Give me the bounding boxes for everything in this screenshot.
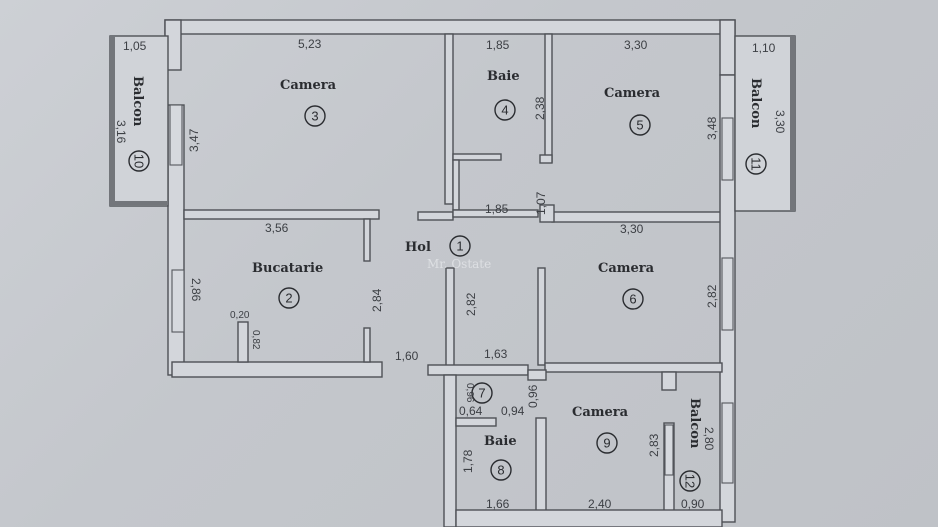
dimension-label: 1,85 [486, 38, 510, 52]
walls [164, 19, 736, 527]
dimension-label: 12 [683, 474, 698, 488]
dimension-label: 3,47 [187, 128, 201, 152]
dimension-label: 3,16 [114, 120, 128, 144]
dimension-label: 2,84 [370, 288, 384, 312]
dimension-label: 2,80 [702, 427, 716, 451]
dimension-label: 1 [456, 239, 463, 254]
dimension-label: 0,94 [501, 404, 525, 418]
balcony-10 [109, 35, 169, 207]
dimension-label: Baie [487, 69, 520, 84]
dimension-label: 0,96 [464, 383, 475, 403]
dimension-label: Camera [598, 261, 655, 276]
dimension-label: 7 [478, 386, 485, 401]
room-name-3: Camera [280, 78, 337, 93]
dimension-label: 1,60 [395, 349, 419, 363]
dimension-label: Balcon [748, 78, 763, 129]
dimension-label: 1,78 [461, 449, 475, 473]
dimension-label: 1,66 [486, 497, 510, 511]
dimension-label: Bucatarie [252, 261, 323, 276]
dimension-label: 4 [501, 103, 508, 118]
dimension-label: 1,05 [123, 39, 147, 53]
dimension-label: 10 [132, 154, 147, 168]
dimension-label: 11 [749, 157, 764, 171]
dimension-label: 3,30 [620, 222, 644, 236]
dimension-label: 2,40 [588, 497, 612, 511]
dimension-label: 2 [285, 291, 292, 306]
dimension-label: 3,48 [705, 116, 719, 140]
watermark: Mr. Ostate [427, 257, 491, 271]
dimension-label: 2,82 [464, 292, 478, 316]
dimension-label: 1,10 [752, 41, 776, 55]
dimension-label: 0,20 [230, 310, 250, 321]
dimension-label: 2,86 [189, 278, 203, 302]
dimension-label: 2,82 [705, 284, 719, 308]
dimension-label: Baie [484, 434, 517, 449]
dimension-label: 8 [497, 463, 504, 478]
dimension-label: 3,56 [265, 221, 289, 235]
dimension-label: Camera [604, 86, 661, 101]
room-number-3: 3 [311, 109, 318, 124]
dimension-label: 1,63 [484, 347, 508, 361]
dimension-label: Hol [405, 240, 431, 255]
dimension-label: 9 [603, 436, 610, 451]
dimension-label: 0,96 [526, 384, 540, 408]
dimension-label: 2,38 [533, 96, 547, 120]
dimension-label: 5 [636, 118, 643, 133]
room-labels: Camera 3 5,23 3,47 Balcon 10 1,05 3,16 B… [114, 37, 787, 511]
dimension-label: Camera [572, 405, 629, 420]
dimension-label: Balcon [687, 398, 702, 449]
dimension-label: 3,30 [624, 38, 648, 52]
dimension-label: 3,30 [773, 110, 787, 134]
dimension-label: 6 [629, 292, 636, 307]
dimension-label: 2,83 [647, 433, 661, 457]
dimension-label: 0,90 [681, 497, 705, 511]
dimension-label: 0,64 [459, 404, 483, 418]
dimension-label: 1,07 [534, 191, 548, 215]
balcony-11 [734, 35, 796, 212]
dimension-label: Balcon [130, 76, 145, 127]
dimension-label: 1,85 [485, 202, 509, 216]
dimension-label: 0,82 [250, 330, 261, 350]
dimension-label: 5,23 [298, 37, 322, 51]
